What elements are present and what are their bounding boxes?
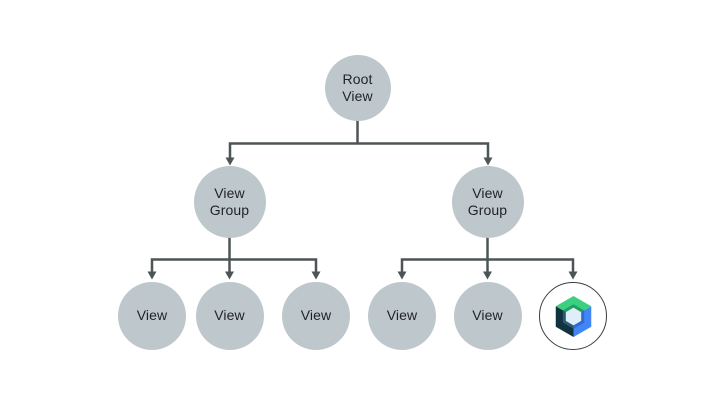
edge-left-bracket <box>150 258 318 274</box>
arrowhead-view2 <box>225 271 234 280</box>
arrowhead-view4 <box>397 271 407 280</box>
arrowhead-view3 <box>311 271 321 280</box>
arrowhead-compose <box>568 271 578 280</box>
node-view-4: View <box>368 282 436 350</box>
node-view-group-right: View Group <box>451 166 524 238</box>
node-view-5: View <box>453 282 522 350</box>
edge-level1-bracket <box>228 142 490 159</box>
node-view-2: View <box>195 282 264 350</box>
edge-right-bracket <box>400 258 575 274</box>
node-view-4-label: View <box>386 307 418 324</box>
jetpack-compose-icon <box>555 295 591 337</box>
arrowhead-view5 <box>483 271 492 280</box>
arrowhead-group-right <box>483 157 493 166</box>
node-view-5-label: View <box>472 307 503 324</box>
node-view-group-left-label: View Group <box>209 184 250 218</box>
arrowhead-view1 <box>147 271 157 280</box>
node-view-1: View <box>118 282 186 350</box>
node-view-group-right-label: View Group <box>467 184 508 218</box>
node-view-2-label: View <box>214 307 245 324</box>
node-view-3: View <box>282 282 350 350</box>
node-view-3-label: View <box>300 307 332 324</box>
arrowhead-group-left <box>225 157 235 166</box>
node-view-group-left: View Group <box>193 166 266 238</box>
node-compose <box>539 282 607 350</box>
node-view-1-label: View <box>136 307 168 324</box>
node-root-view: Root View <box>324 55 391 121</box>
node-root-view-label: Root View <box>342 70 373 104</box>
